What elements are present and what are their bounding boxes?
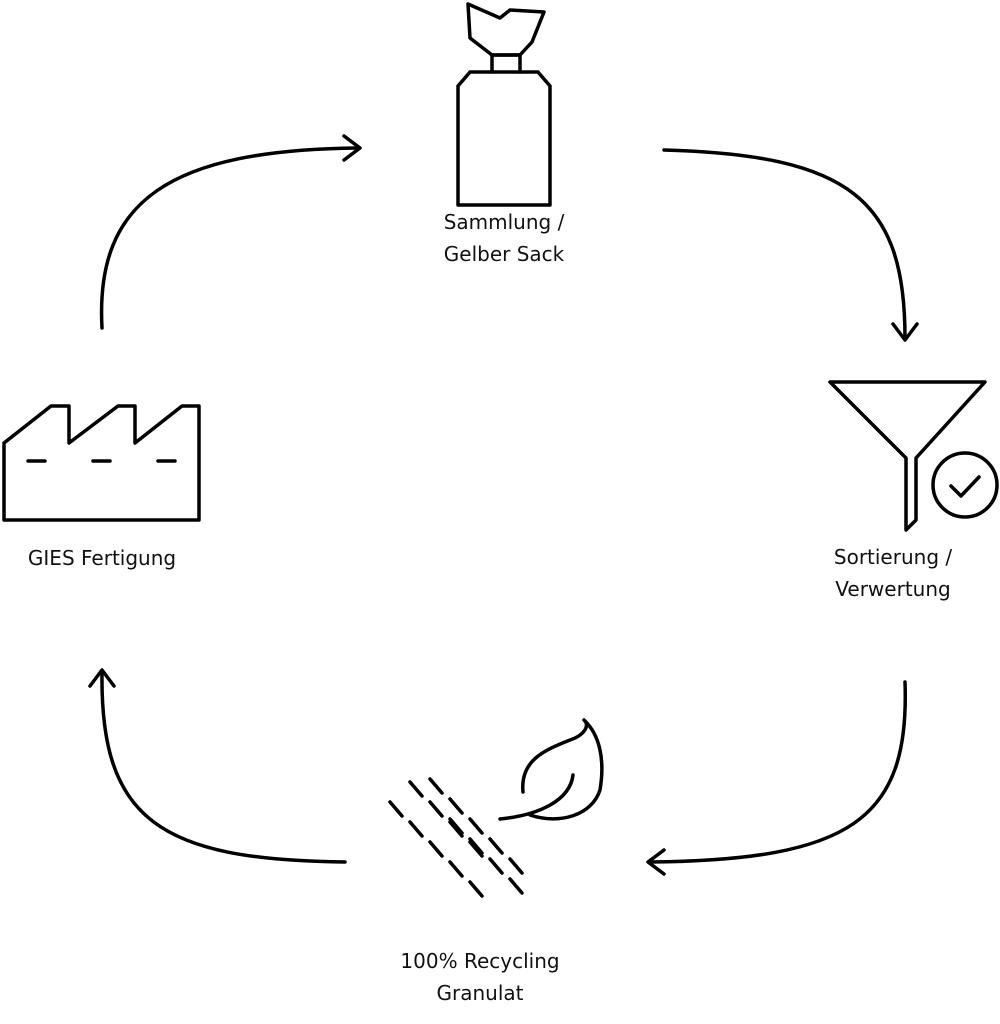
label-collection: Sammlung / Gelber Sack <box>444 206 565 270</box>
granulate-dash <box>388 800 404 818</box>
arrow-collection-to-sorting <box>662 148 919 342</box>
label-sorting-line2: Verwertung <box>835 577 951 601</box>
bag-icon <box>456 2 552 207</box>
arrow-sorting-to-granulate <box>646 680 908 876</box>
label-granulate-line2: Granulat <box>436 981 524 1005</box>
label-granulate: 100% Recycling Granulat <box>400 945 559 1009</box>
granulate-dash <box>448 797 464 815</box>
granulate-dash <box>468 840 484 858</box>
granulate-dash <box>428 777 444 795</box>
funnel-check-icon <box>828 380 999 532</box>
label-collection-line2: Gelber Sack <box>443 242 565 266</box>
granulate-dash <box>508 857 524 875</box>
granulate-dash <box>508 877 524 895</box>
granulate-dash <box>428 840 444 858</box>
label-collection-line1: Sammlung / <box>443 210 565 234</box>
label-production: GIES Fertigung <box>28 542 176 574</box>
arrow-granulate-to-production <box>88 668 347 864</box>
factory-icon <box>2 404 201 522</box>
granulate-dash <box>448 817 464 835</box>
granulate-dash <box>468 880 484 898</box>
granulate-dash <box>488 857 504 875</box>
granulate-dash <box>408 820 424 838</box>
granulate-leaf-icon <box>388 718 604 898</box>
granulate-dash <box>468 817 484 835</box>
label-production-line1: GIES Fertigung <box>27 546 177 570</box>
granulate-dash <box>408 780 424 798</box>
label-sorting-line1: Sortierung / <box>833 545 953 569</box>
label-sorting: Sortierung / Verwertung <box>834 541 952 605</box>
arrow-production-to-collection <box>99 134 362 330</box>
granulate-dash <box>468 837 484 855</box>
granulate-dash <box>448 860 464 878</box>
granulate-dash <box>428 800 444 818</box>
granulate-dash <box>488 837 504 855</box>
label-granulate-line1: 100% Recycling <box>400 949 560 973</box>
granulate-dash <box>448 820 464 838</box>
